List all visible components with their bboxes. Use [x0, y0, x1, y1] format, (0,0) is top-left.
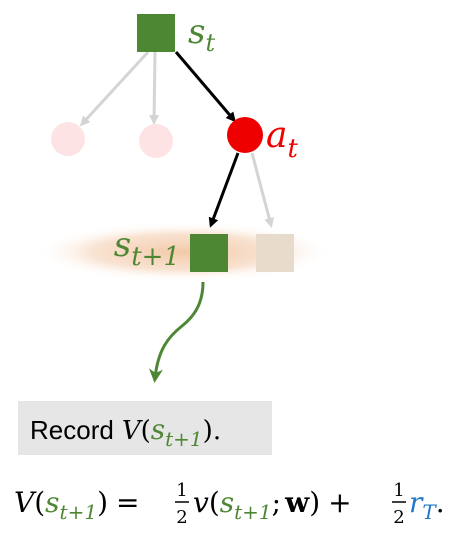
svg-text:rT.: rT. [409, 486, 445, 524]
action-label: at [266, 115, 298, 164]
svg-text:2: 2 [393, 507, 404, 528]
svg-text:1: 1 [176, 480, 187, 501]
action-node-faded-middle [139, 124, 173, 158]
state-label-root: st [188, 12, 215, 57]
svg-text:v(st+1;w)+: v(st+1;w)+ [193, 486, 352, 524]
action-node-selected [227, 117, 263, 153]
edge-root-left [79, 50, 150, 127]
svg-text:2: 2 [176, 507, 187, 528]
edge-action-faded [250, 152, 275, 228]
svg-text:1: 1 [393, 480, 404, 501]
edge-root-middle [149, 51, 160, 125]
record-arrow [149, 281, 205, 383]
state-node-root [137, 14, 175, 52]
edge-root-action [174, 51, 236, 123]
next-state-label: st+1 [114, 225, 180, 272]
state-node-faded [256, 234, 294, 272]
edge-action-next [208, 152, 240, 228]
action-node-faded-left [51, 122, 85, 156]
state-node-next [190, 234, 228, 272]
svg-text:V(st+1)=: V(st+1)= [14, 486, 139, 524]
value-equation: V(st+1)= 1 2 v(st+1;w)+ 1 2 rT. [14, 480, 445, 528]
record-box [18, 401, 272, 455]
